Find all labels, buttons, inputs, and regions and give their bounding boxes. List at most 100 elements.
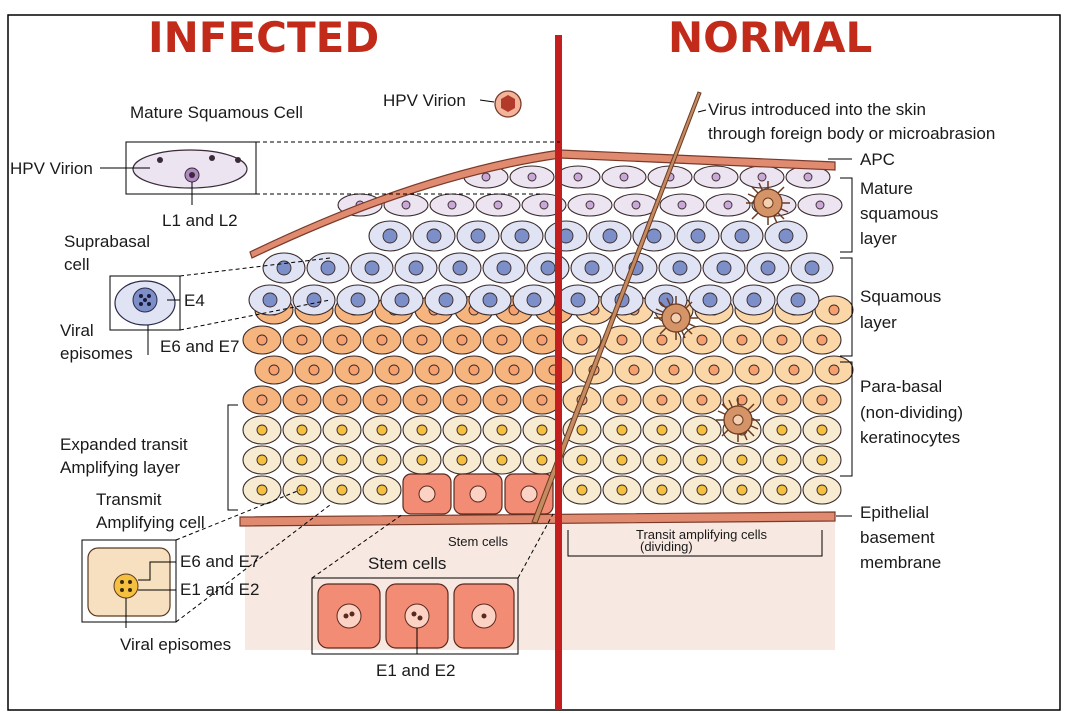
apc-cell-3 — [716, 398, 760, 442]
squamous-cell-nucleus — [453, 261, 467, 275]
parabasal-cell-nucleus — [697, 335, 707, 345]
squamous-cell-nucleus — [761, 261, 775, 275]
label-e1-e2-stem: E1 and E2 — [376, 661, 455, 680]
squamous-cell-nucleus — [365, 261, 379, 275]
parabasal-cell-nucleus — [537, 335, 547, 345]
heading-normal: NORMAL — [668, 13, 872, 62]
squamous-cell-nucleus — [321, 261, 335, 275]
label-epithelial: Epithelial — [860, 503, 929, 522]
squamous-cell-nucleus — [703, 293, 717, 307]
mature-squamous-cell-nucleus — [402, 201, 410, 209]
parabasal-cell-nucleus — [697, 395, 707, 405]
parabasal-cell-nucleus — [309, 365, 319, 375]
parabasal-cell-nucleus — [657, 395, 667, 405]
squamous-cell-nucleus — [427, 229, 441, 243]
parabasal-cell-nucleus — [337, 335, 347, 345]
transit-cell-nucleus — [777, 455, 787, 465]
parabasal-cell-nucleus — [617, 335, 627, 345]
transit-cell-nucleus — [417, 455, 427, 465]
mature-squamous-cell-nucleus — [678, 201, 686, 209]
parabasal-cell-nucleus — [377, 395, 387, 405]
mature-squamous-cell-nucleus — [482, 173, 490, 181]
label-mature: Mature — [860, 179, 913, 198]
label-squamous-layer: layer — [860, 313, 897, 332]
apc-cell-2 — [654, 296, 698, 340]
transit-cell-nucleus — [257, 455, 267, 465]
label-l1-l2: L1 and L2 — [162, 211, 238, 230]
mature-squamous-cell-nucleus — [724, 201, 732, 209]
transit-cell-nucleus — [817, 485, 827, 495]
squamous-cell-nucleus — [691, 229, 705, 243]
label-suprabasal: Suprabasal — [64, 232, 150, 251]
hpv-virion-icon — [495, 91, 521, 117]
squamous-cell-nucleus — [603, 229, 617, 243]
parabasal-cell-nucleus — [269, 365, 279, 375]
label-apc: APC — [860, 150, 895, 169]
parabasal-cell-nucleus — [829, 365, 839, 375]
parabasal-cell-nucleus — [657, 335, 667, 345]
mature-squamous-cell-nucleus — [586, 201, 594, 209]
parabasal-cell-nucleus — [709, 365, 719, 375]
squamous-cell-nucleus — [439, 293, 453, 307]
transit-cell-nucleus — [297, 455, 307, 465]
label-e1-e2-transmit: E1 and E2 — [180, 580, 259, 599]
transit-cell-nucleus — [777, 485, 787, 495]
stem-cell-row — [403, 474, 553, 514]
parabasal-cell-nucleus — [337, 395, 347, 405]
transit-cell-nucleus — [577, 425, 587, 435]
parabasal-cell-nucleus — [417, 335, 427, 345]
squamous-cell-nucleus — [383, 229, 397, 243]
label-mature-layer: layer — [860, 229, 897, 248]
parabasal-cell-nucleus — [457, 335, 467, 345]
squamous-cell-nucleus — [527, 293, 541, 307]
parabasal-cell-nucleus — [509, 365, 519, 375]
infected-normal-divider — [555, 35, 562, 710]
label-keratinocytes: keratinocytes — [860, 428, 960, 447]
squamous-cell-nucleus — [307, 293, 321, 307]
label-basement: basement — [860, 528, 935, 547]
transit-cell-nucleus — [537, 425, 547, 435]
squamous-cell-nucleus — [717, 261, 731, 275]
label-hpv-virion-top: HPV Virion — [383, 91, 466, 110]
stem-cells-inset — [318, 584, 514, 648]
transit-cell-nucleus — [617, 455, 627, 465]
label-membrane: membrane — [860, 553, 941, 572]
transit-cell-nucleus — [377, 485, 387, 495]
label-amplifying-cell: Amplifying cell — [96, 513, 205, 532]
mature-squamous-cell-nucleus — [816, 201, 824, 209]
transit-cell-nucleus — [817, 425, 827, 435]
transit-cell-nucleus — [737, 455, 747, 465]
mature-squamous-cell-nucleus — [804, 173, 812, 181]
label-viral-episomes-bottom: Viral episomes — [120, 635, 231, 654]
squamous-cell-nucleus — [409, 261, 423, 275]
parabasal-cell-nucleus — [737, 335, 747, 345]
transit-cell-nucleus — [417, 425, 427, 435]
bracket-mature — [840, 178, 852, 252]
transit-cell-nucleus — [577, 455, 587, 465]
label-e6-e7-transmit: E6 and E7 — [180, 552, 259, 571]
label-amplifying-layer: Amplifying layer — [60, 458, 180, 477]
squamous-cell-nucleus — [585, 261, 599, 275]
apc-cell-1 — [746, 181, 790, 225]
parabasal-cell-nucleus — [457, 395, 467, 405]
parabasal-cell-nucleus — [537, 395, 547, 405]
label-suprabasal-cell: cell — [64, 255, 90, 274]
parabasal-cell-nucleus — [829, 305, 839, 315]
squamous-cell-nucleus — [351, 293, 365, 307]
transit-cell-nucleus — [537, 455, 547, 465]
parabasal-cell-nucleus — [669, 365, 679, 375]
mature-squamous-cell-nucleus — [540, 201, 548, 209]
parabasal-cell-nucleus — [417, 395, 427, 405]
squamous-cell-nucleus — [263, 293, 277, 307]
transit-cell-nucleus — [297, 485, 307, 495]
parabasal-cell-nucleus — [617, 395, 627, 405]
label-transmit: Transmit — [96, 490, 162, 509]
transit-cell-nucleus — [577, 485, 587, 495]
squamous-cell-nucleus — [395, 293, 409, 307]
label-stem-cells: Stem cells — [368, 554, 446, 573]
parabasal-cell-nucleus — [777, 395, 787, 405]
transit-cell-nucleus — [297, 425, 307, 435]
heading-infected: INFECTED — [148, 13, 379, 62]
parabasal-cell-nucleus — [257, 335, 267, 345]
squamous-cell-nucleus — [673, 261, 687, 275]
